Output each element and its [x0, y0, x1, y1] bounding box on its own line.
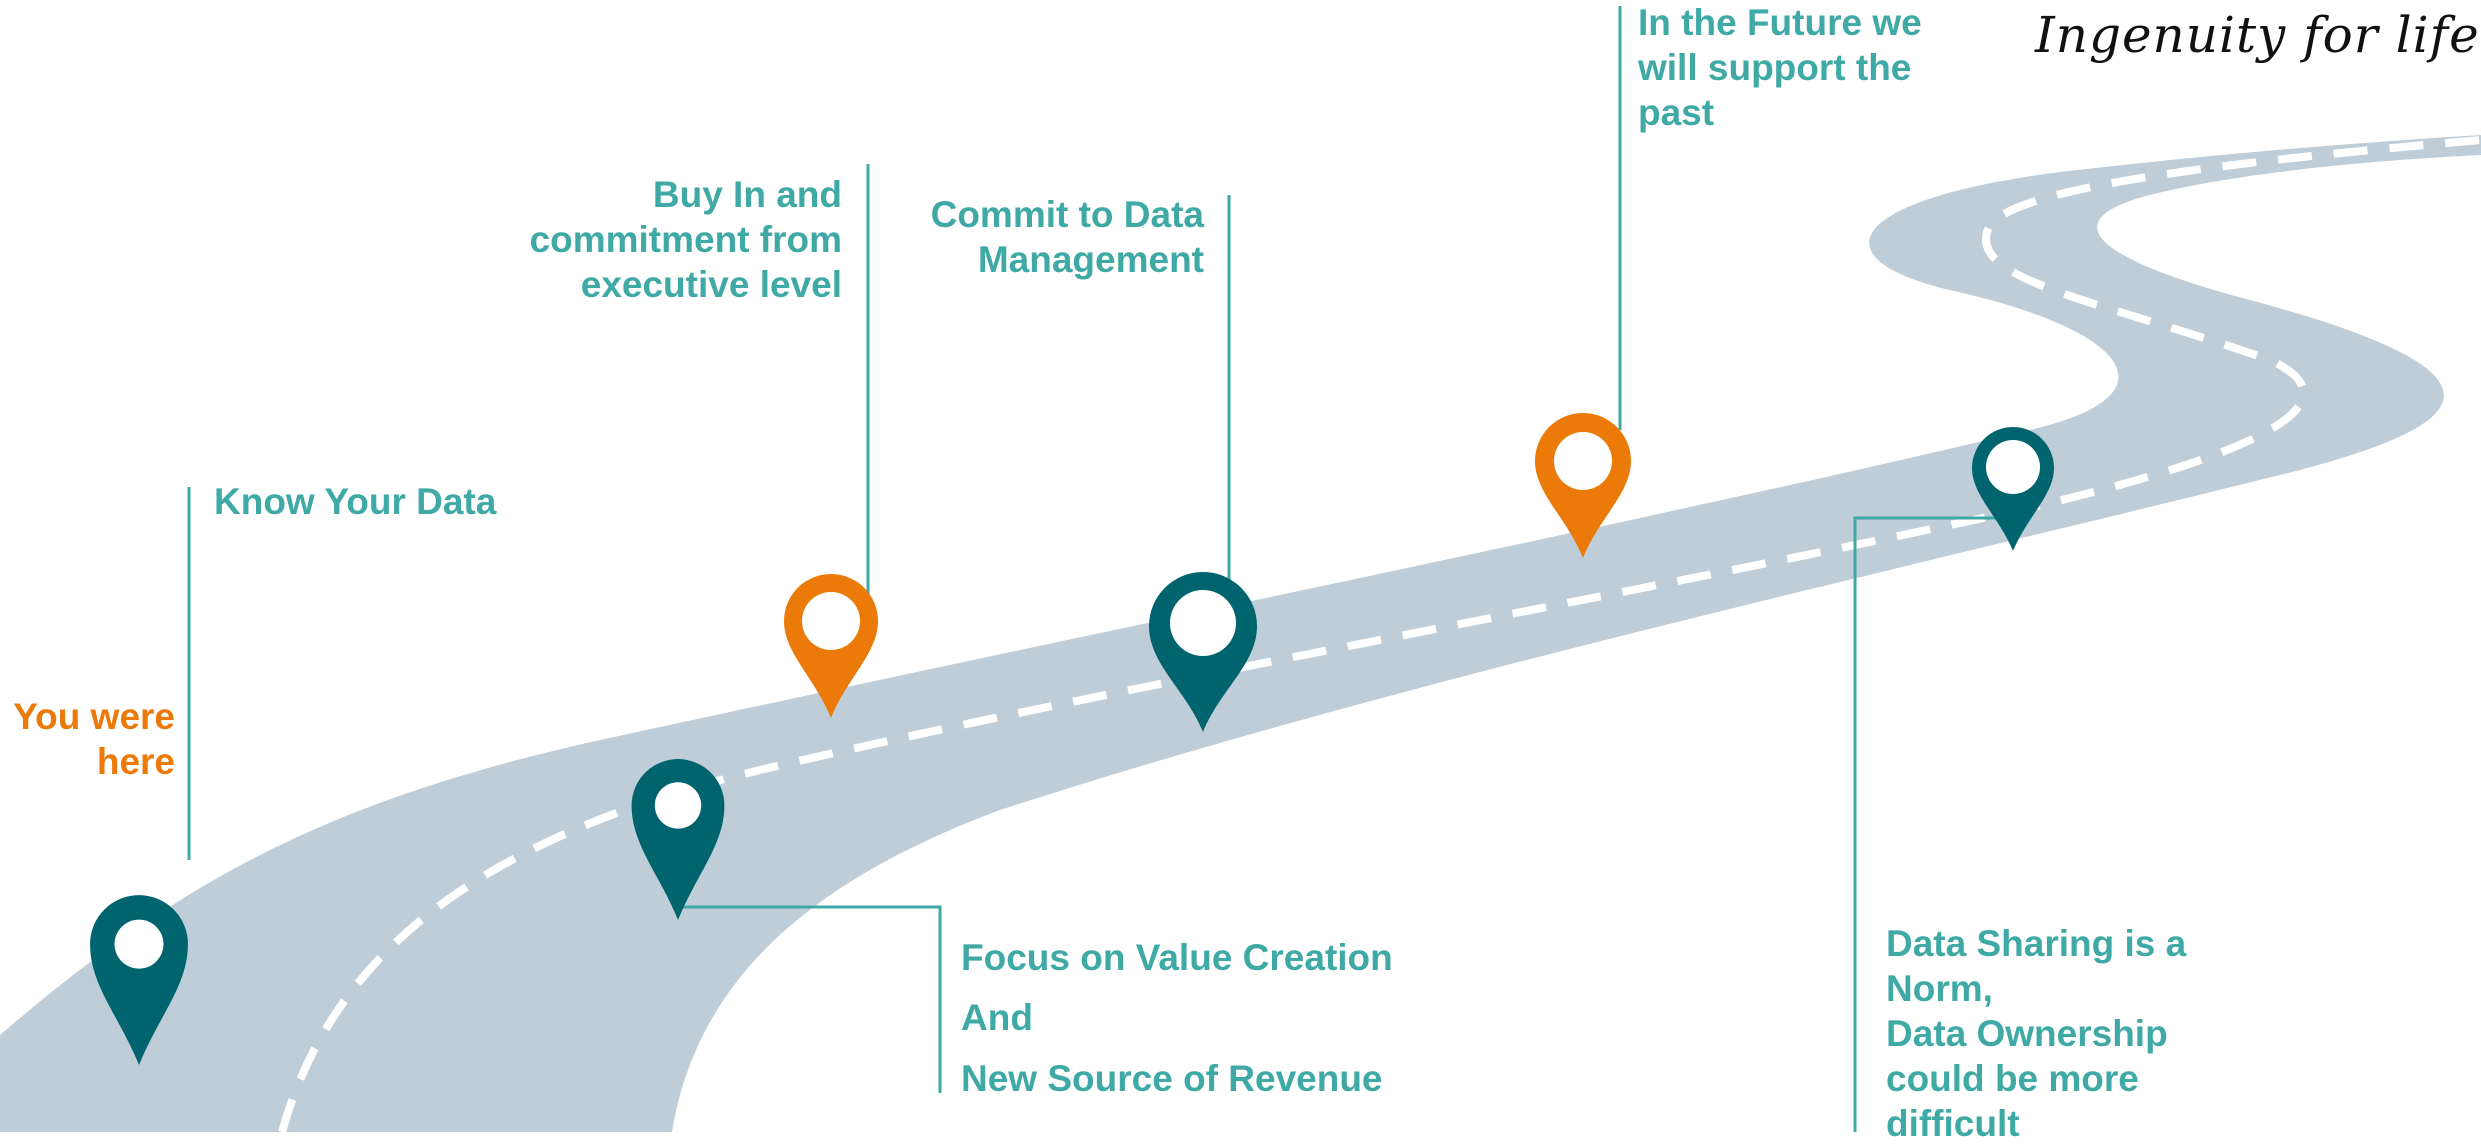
leader-lines	[187, 6, 2000, 1132]
pin-hole	[114, 919, 164, 969]
pin-hole	[654, 782, 702, 829]
label-data-sharing: Data Sharing is a Norm, Data Ownership c…	[1886, 923, 2187, 1144]
brand-logo: Ingenuity for life	[2035, 6, 2480, 64]
label-focus-revenue: New Source of Revenue	[961, 1058, 1383, 1099]
leader-focus-value	[680, 905, 942, 1093]
pin-data-sharing	[1972, 427, 2054, 551]
label-you-were-here: You were here	[13, 696, 175, 782]
label-focus-value: Focus on Value Creation	[961, 937, 1393, 978]
pin-commit	[1149, 572, 1257, 732]
pin-hole	[1554, 432, 1612, 490]
leader-data-sharing	[1853, 516, 2000, 1132]
pin-focus-value	[631, 759, 725, 920]
label-future: In the Future we will support the past	[1638, 2, 1922, 133]
pin-marker-icon	[90, 895, 188, 1065]
pin-future	[1535, 413, 1631, 558]
pin-hole	[1170, 590, 1236, 656]
pin-buy-in	[784, 574, 878, 718]
label-focus-and: And	[961, 997, 1033, 1038]
label-buy-in: Buy In and commitment from executive lev…	[529, 174, 842, 305]
label-commit: Commit to Data Management	[930, 194, 1204, 280]
pin-you-were-here	[90, 895, 188, 1065]
pin-hole	[802, 592, 860, 650]
pin-hole	[1986, 440, 2040, 494]
pin-marker-icon	[631, 759, 725, 920]
label-know-your-data: Know Your Data	[214, 481, 497, 522]
